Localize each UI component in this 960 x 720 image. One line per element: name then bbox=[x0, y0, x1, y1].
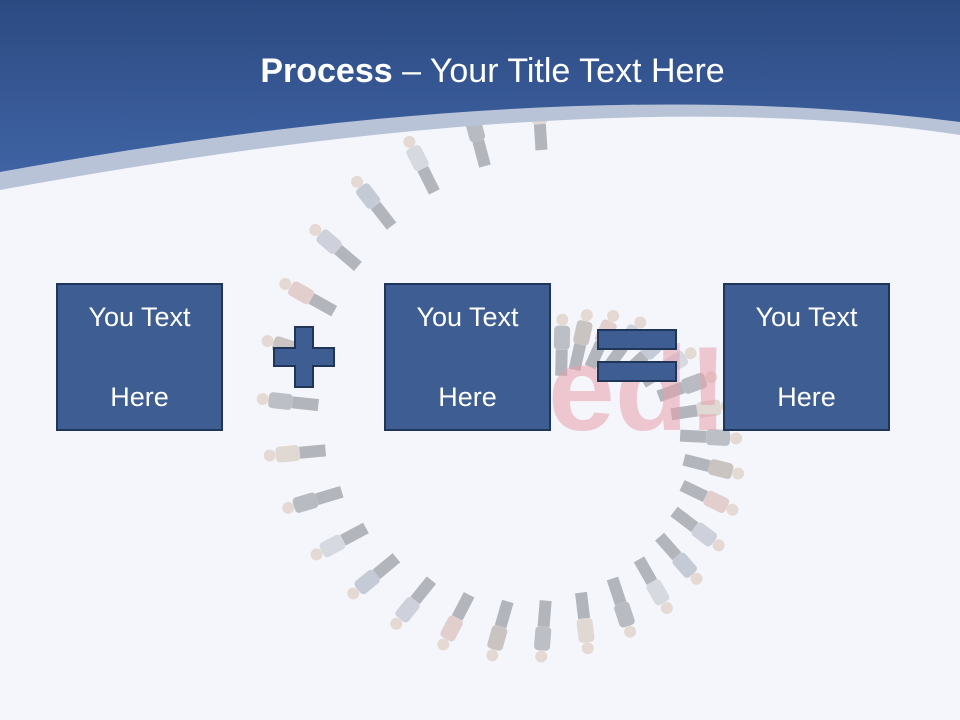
text-box-2-line1: You Text bbox=[416, 302, 519, 332]
person-figure bbox=[575, 591, 595, 655]
person-figure bbox=[606, 576, 637, 638]
person-figure bbox=[347, 553, 401, 600]
person-figure bbox=[403, 135, 440, 195]
header-band bbox=[0, 0, 960, 190]
text-box-1-line2: Here bbox=[110, 382, 169, 412]
person-figure bbox=[679, 479, 739, 516]
plus-icon bbox=[273, 326, 335, 388]
text-box-3-line1: You Text bbox=[755, 302, 858, 332]
person-figure bbox=[633, 556, 673, 614]
person-figure bbox=[679, 429, 743, 446]
person-figure bbox=[256, 392, 319, 412]
page-title: Process – Your Title Text Here bbox=[0, 52, 960, 91]
person-figure bbox=[486, 599, 514, 662]
person-figure bbox=[390, 576, 437, 630]
person-figure bbox=[437, 592, 475, 651]
person-figure bbox=[263, 444, 327, 463]
title-rest: – Your Title Text Here bbox=[392, 52, 725, 90]
person-figure bbox=[670, 506, 725, 552]
person-figure bbox=[553, 313, 571, 376]
person-figure bbox=[309, 223, 362, 271]
text-box-1-line1: You Text bbox=[88, 302, 191, 332]
person-figure bbox=[279, 277, 338, 317]
equals-icon bbox=[597, 329, 677, 382]
person-figure bbox=[534, 600, 552, 663]
person-figure bbox=[351, 175, 397, 230]
title-bold: Process bbox=[260, 52, 393, 90]
person-figure bbox=[310, 522, 369, 561]
person-figure bbox=[568, 309, 593, 372]
text-box-2-line2: Here bbox=[438, 382, 497, 412]
person-figure bbox=[656, 371, 718, 403]
person-figure bbox=[282, 486, 344, 514]
person-figure bbox=[655, 532, 703, 585]
person-figure bbox=[682, 453, 745, 480]
text-box-3-line2: Here bbox=[777, 382, 836, 412]
